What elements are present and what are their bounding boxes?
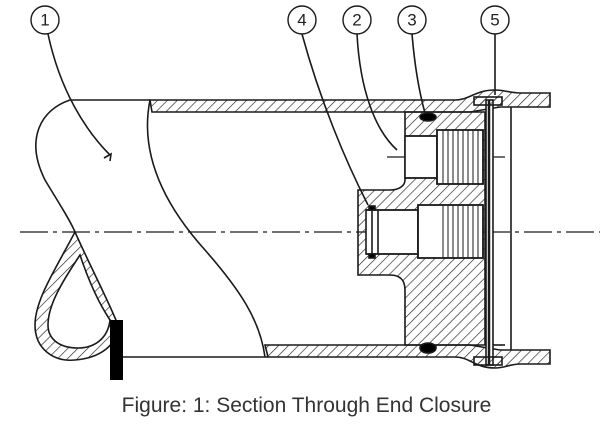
callout-2: 2 — [342, 5, 372, 35]
figure-caption: Figure: 1: Section Through End Closure — [121, 394, 492, 417]
svg-text:4: 4 — [297, 11, 306, 30]
callout-4: 4 — [287, 5, 317, 35]
leader-4 — [301, 33, 369, 206]
o-ring-top — [419, 112, 437, 122]
leader-3 — [411, 33, 426, 114]
pipe-top-wall — [149, 89, 551, 113]
o-ring-bottom — [419, 342, 437, 354]
svg-text:2: 2 — [352, 11, 361, 30]
svg-text:1: 1 — [40, 11, 49, 30]
pipe-curl-section — [34, 230, 120, 361]
callout-5: 5 — [480, 5, 510, 35]
callout-3: 3 — [397, 5, 427, 35]
svg-text:3: 3 — [407, 11, 416, 30]
inner-seal-top — [368, 205, 376, 211]
leader-1 — [47, 33, 113, 162]
pipe-outer-contour — [35, 99, 150, 233]
pipe-break-line — [146, 99, 266, 358]
pipe-bottom-wall — [263, 344, 551, 369]
svg-text:5: 5 — [490, 11, 499, 30]
callout-1: 1 — [30, 5, 60, 35]
inner-seal-bottom — [368, 253, 376, 259]
section-mark — [110, 320, 123, 380]
thread-lines — [442, 130, 479, 258]
leader-2 — [356, 33, 398, 151]
